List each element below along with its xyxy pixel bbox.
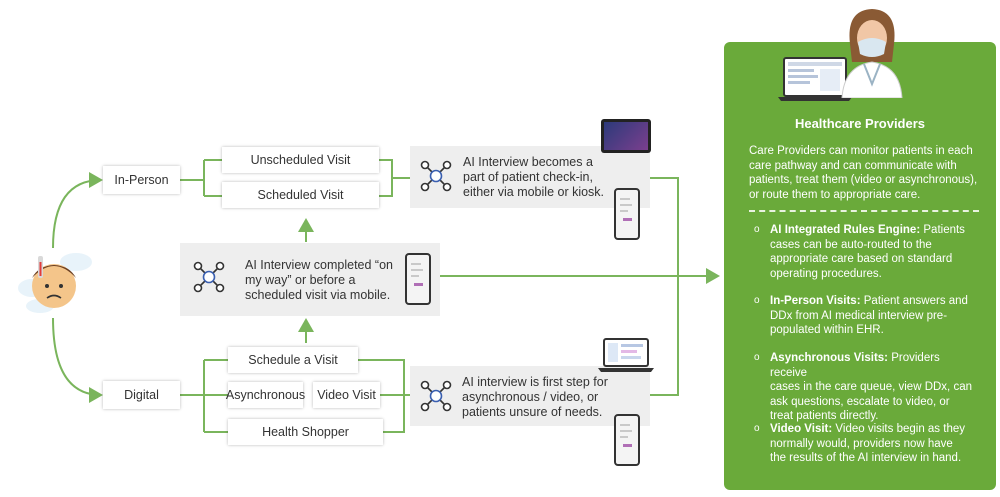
bullet-heading: Video Visit:: [770, 423, 833, 435]
phone-icon: [614, 414, 640, 466]
bullet-marker: o: [754, 352, 760, 363]
scheduled-visit-label: Scheduled Visit: [257, 188, 344, 202]
phone-icon: [405, 253, 431, 305]
on-my-way-line-3: scheduled visit via mobile.: [245, 288, 391, 302]
bullet-line: appropriate care based on standard: [770, 253, 953, 265]
laptop-icon: [778, 56, 852, 102]
bullet-line: cases in the care queue, view DDx, can: [770, 381, 972, 393]
on-my-way-text: AI Interview completed “on my way” or be…: [245, 258, 395, 303]
bullet-heading: In-Person Visits:: [770, 295, 861, 307]
on-my-way-line-2: my way” or before a: [245, 273, 356, 287]
doctor-avatar: [836, 4, 908, 99]
phone-icon: [614, 188, 640, 240]
tablet-icon: [601, 119, 651, 153]
unscheduled-visit-box: Unscheduled Visit: [222, 147, 379, 173]
schedule-visit-label: Schedule a Visit: [248, 353, 338, 367]
arrow-patient-to-digital: [52, 317, 103, 403]
arrow-patient-to-in-person: [52, 172, 103, 249]
bullet-heading: AI Integrated Rules Engine:: [770, 224, 921, 236]
bullet-line: Video visits begin as they: [835, 423, 965, 435]
checkin-panel: [410, 146, 650, 208]
intro-line-1: Care Providers can monitor patients in e…: [749, 145, 973, 157]
bullet-line: cases can be auto-routed to the: [770, 238, 932, 251]
laptop-icon: [598, 337, 654, 373]
checkin-text: AI Interview becomes a part of patient c…: [463, 155, 623, 200]
first-step-text: AI interview is first step for asynchron…: [462, 375, 627, 420]
health-shopper-label: Health Shopper: [262, 425, 349, 439]
first-step-line-1: AI interview is first step for: [462, 375, 608, 389]
providers-intro: Care Providers can monitor patients in e…: [749, 144, 981, 202]
network-hub-icon: [418, 378, 454, 414]
bullet-marker: o: [754, 295, 760, 306]
network-hub-icon: [418, 158, 454, 194]
unscheduled-visit-label: Unscheduled Visit: [250, 153, 351, 167]
sick-patient-icon: [14, 248, 94, 320]
providers-title: Healthcare Providers: [794, 116, 926, 131]
intro-line-4: or route them to appropriate care.: [749, 188, 921, 201]
asynchronous-box: Asynchronous: [225, 382, 306, 408]
in-person-label: In-Person: [114, 173, 169, 187]
bullet-line: treat patients directly.: [770, 410, 879, 422]
bullet-marker: o: [754, 423, 760, 434]
bullet-marker: o: [754, 224, 760, 235]
intro-line-3: patients, treat them (video or asynchron…: [749, 174, 978, 186]
checkin-line-1: AI Interview becomes a: [463, 155, 593, 169]
in-person-box: In-Person: [103, 166, 180, 194]
bullet-line: operating procedures.: [770, 267, 882, 280]
checkin-line-2: part of patient check-in,: [463, 170, 593, 184]
network-hub-icon: [191, 259, 227, 295]
bullet-line: Providers receive: [770, 352, 940, 379]
bullet-line: populated within EHR.: [770, 324, 884, 336]
bullet-line: the results of the AI interview in hand.: [770, 452, 962, 464]
asynchronous-label: Asynchronous: [225, 388, 306, 402]
bullet-line: ask questions, escalate to video, or: [770, 395, 950, 408]
schedule-visit-box: Schedule a Visit: [228, 347, 358, 373]
health-shopper-box: Health Shopper: [228, 419, 383, 445]
first-step-line-3: patients unsure of needs.: [462, 405, 603, 419]
video-visit-label: Video Visit: [317, 388, 376, 402]
dashed-divider: [749, 210, 979, 212]
digital-label: Digital: [124, 388, 159, 402]
on-my-way-panel: [180, 243, 440, 316]
bullet-heading: Asynchronous Visits:: [770, 352, 889, 364]
digital-box: Digital: [103, 381, 180, 409]
bullet-line: Patient answers and: [863, 295, 968, 307]
first-step-line-2: asynchronous / video, or: [462, 390, 599, 404]
video-visit-box: Video Visit: [313, 382, 380, 408]
bullet-line: Patients: [923, 224, 965, 236]
first-step-panel: [410, 366, 650, 426]
scheduled-visit-box: Scheduled Visit: [222, 182, 379, 208]
bullet-line: normally would, providers now have: [770, 437, 953, 450]
on-my-way-line-1: AI Interview completed “on: [245, 258, 393, 272]
checkin-line-3: either via mobile or kiosk.: [463, 185, 605, 199]
intro-line-2: care pathway and can communicate with: [749, 159, 957, 172]
bullet-line: DDx from AI medical interview pre-: [770, 309, 948, 322]
healthcare-providers-card: Healthcare Providers Care Providers can …: [724, 42, 996, 490]
